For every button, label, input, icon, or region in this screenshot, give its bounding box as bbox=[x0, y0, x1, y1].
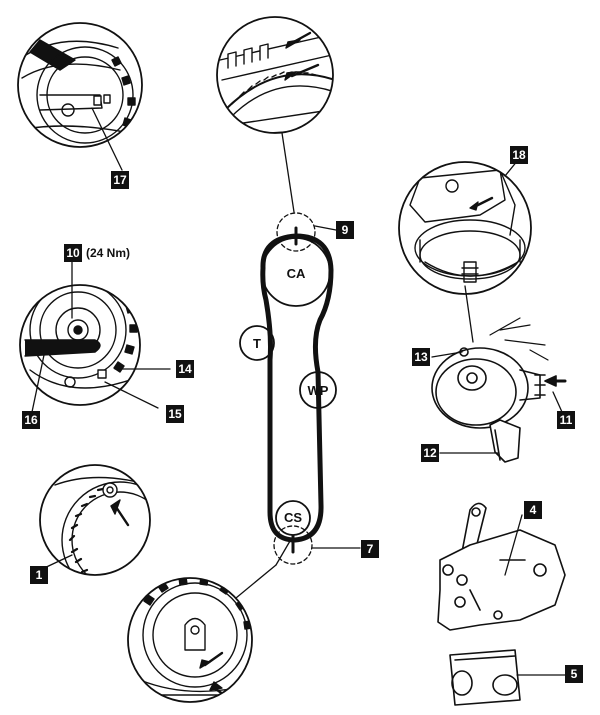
detail-crank-pulley bbox=[127, 564, 277, 703]
torque-note: (24 Nm) bbox=[86, 246, 131, 260]
callout-14: 14 bbox=[176, 360, 194, 378]
detail-crank-sensor bbox=[39, 464, 151, 576]
callout-1: 1 bbox=[30, 566, 48, 584]
detail-belt-teeth bbox=[216, 16, 334, 213]
callout-4: 4 bbox=[524, 501, 542, 519]
timing-belt bbox=[260, 233, 334, 543]
detail-camshaft-sensor bbox=[17, 22, 143, 171]
tensioner-assembly bbox=[431, 317, 567, 463]
belt-routing: CA T WP CS bbox=[239, 212, 361, 566]
detail-tensioner-pulley bbox=[19, 261, 171, 413]
label-crankshaft: CS bbox=[284, 510, 302, 525]
callout-16: 16 bbox=[22, 411, 40, 429]
label-camshaft: CA bbox=[287, 266, 306, 281]
label-water-pump: WP bbox=[308, 383, 329, 398]
detail-tensioner-bracket bbox=[398, 159, 532, 343]
engine-mount-bracket bbox=[437, 502, 566, 631]
callout-15: 15 bbox=[166, 405, 184, 423]
callout-18: 18 bbox=[510, 146, 528, 164]
callout-7: 7 bbox=[361, 540, 379, 558]
callout-17: 17 bbox=[111, 171, 129, 189]
pulley-tensioner bbox=[239, 325, 275, 361]
callout-10: 10 bbox=[64, 244, 82, 262]
callout-5: 5 bbox=[565, 665, 583, 683]
callout-9: 9 bbox=[336, 221, 354, 239]
label-tensioner: T bbox=[253, 336, 261, 351]
callout-11: 11 bbox=[557, 411, 575, 429]
engine-mount bbox=[449, 649, 566, 706]
callout-12: 12 bbox=[421, 444, 439, 462]
callout-13: 13 bbox=[412, 348, 430, 366]
